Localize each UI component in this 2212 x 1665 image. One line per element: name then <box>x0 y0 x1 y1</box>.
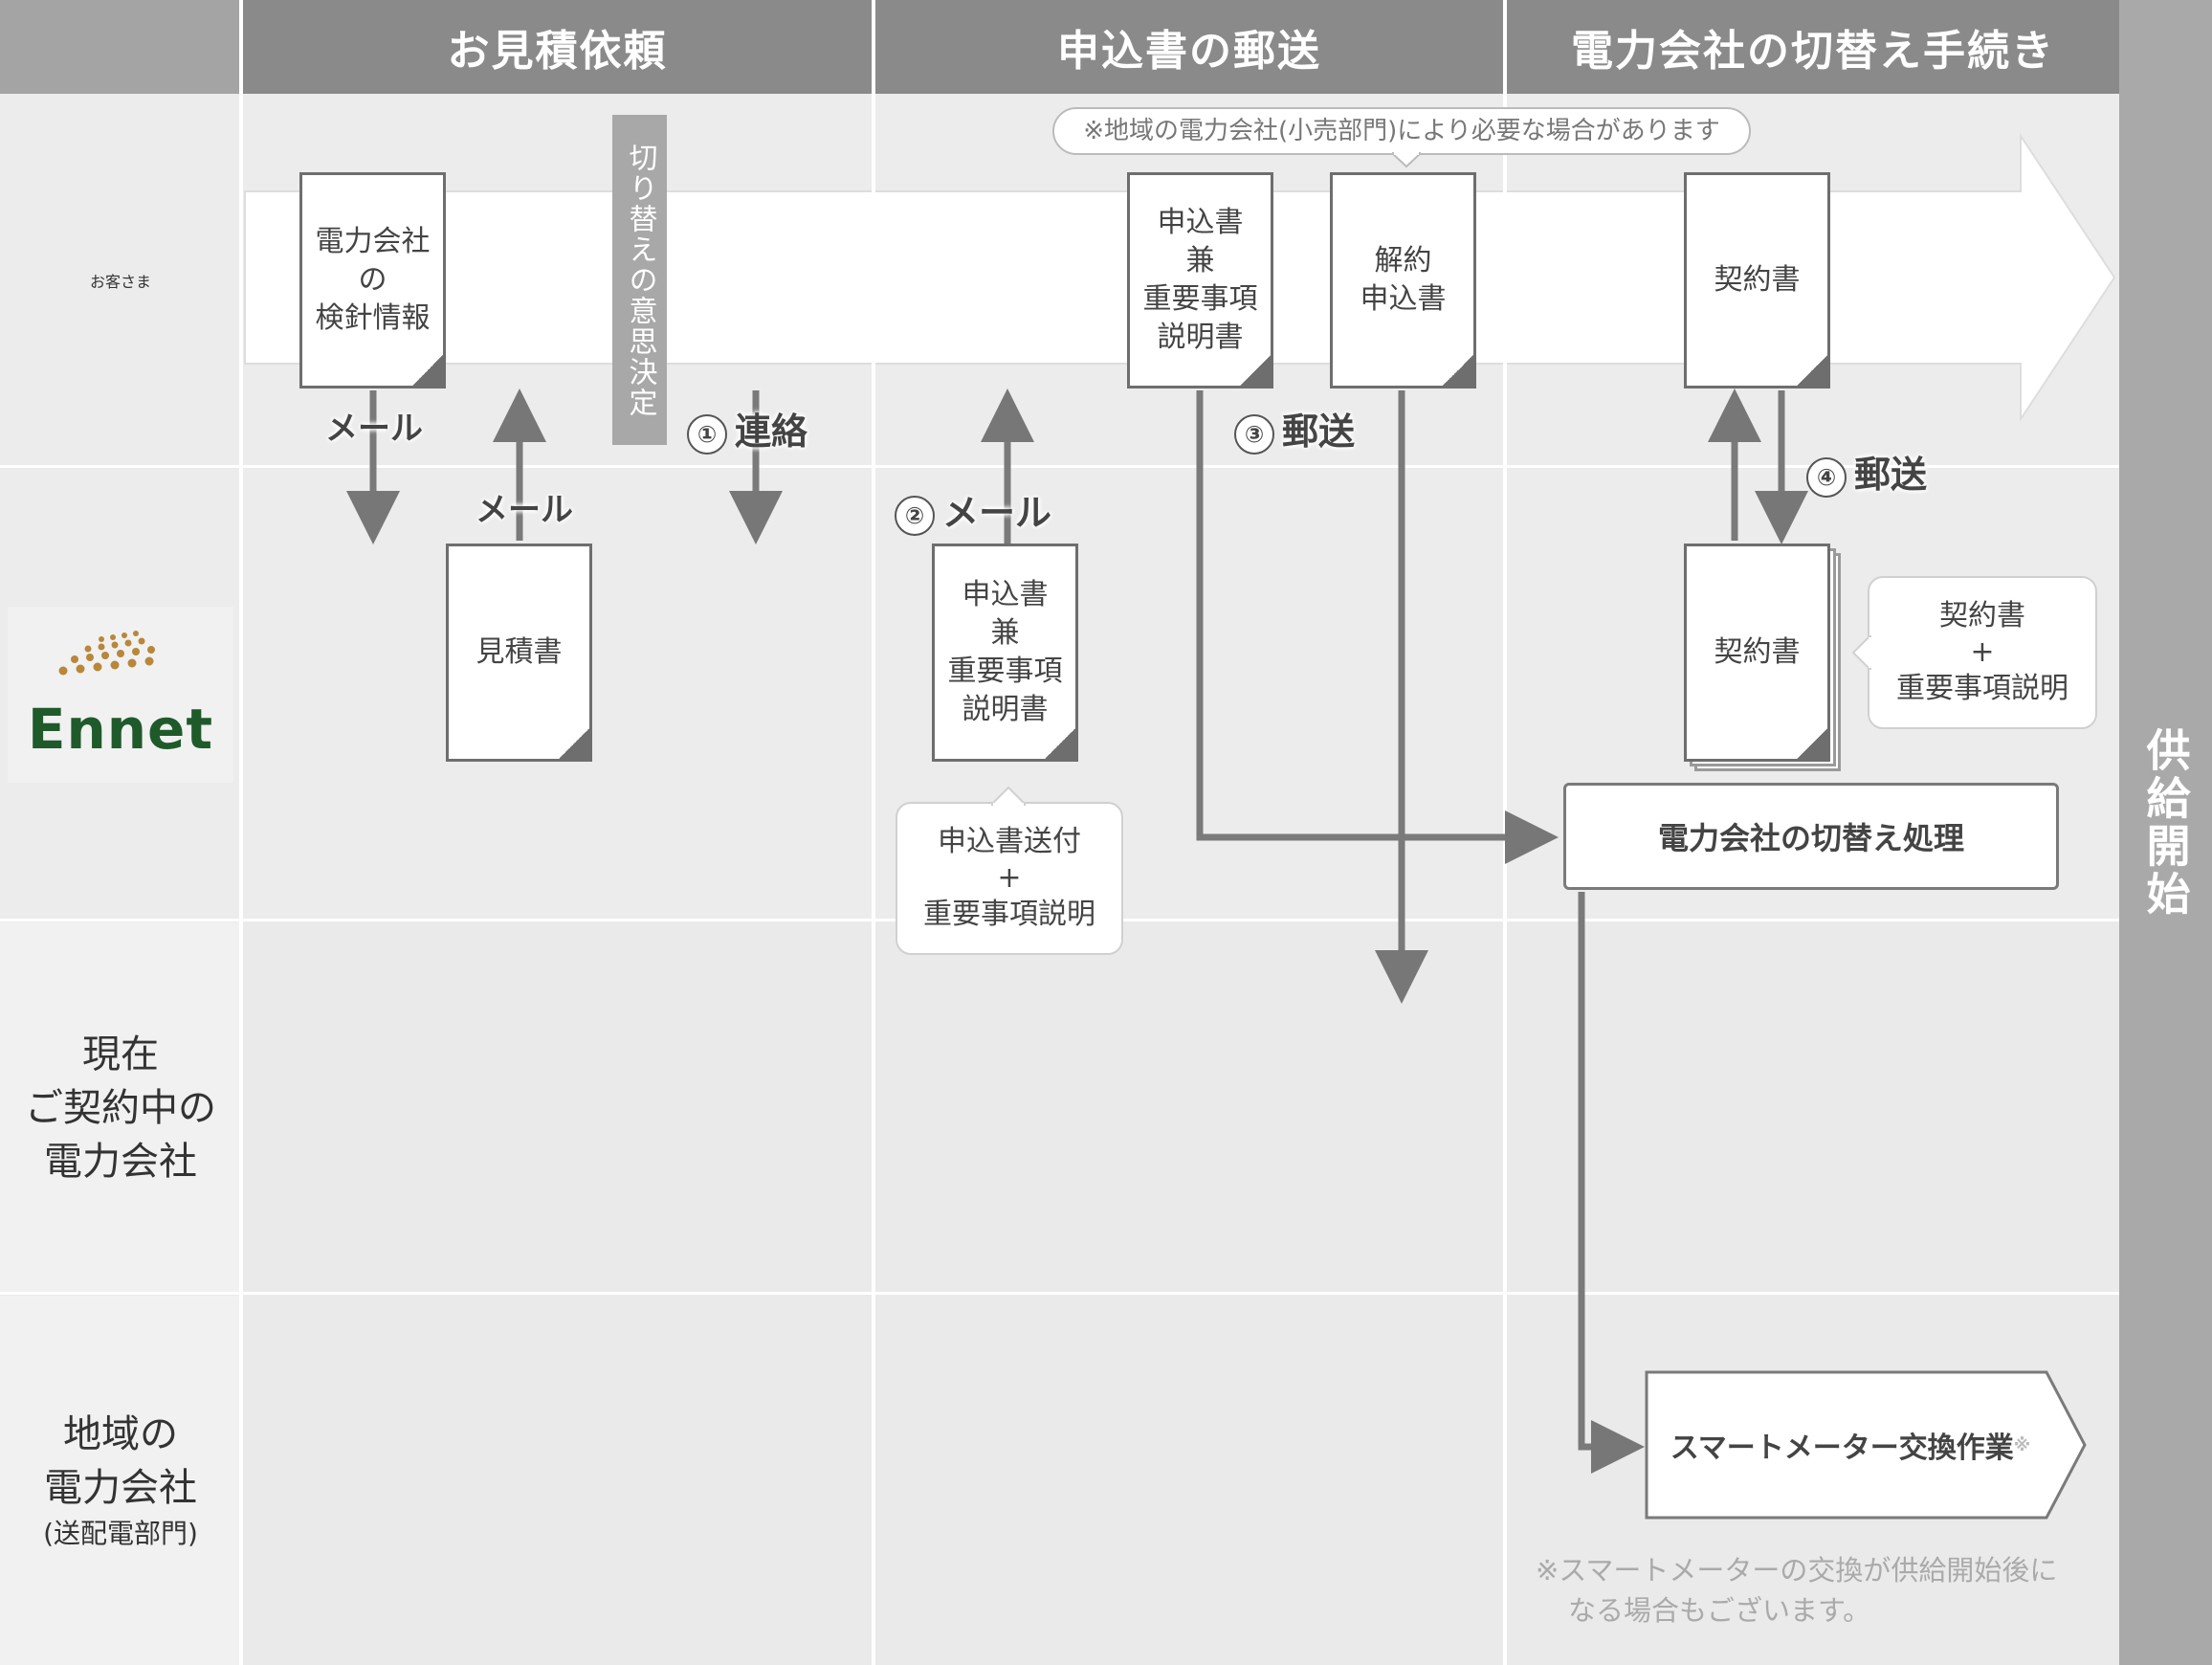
step1-number: ① <box>687 413 727 455</box>
footnote-line1: ※スマートメーターの交換が供給開始後に <box>1536 1554 2058 1587</box>
ennet-logo: Ennet <box>8 607 233 783</box>
supply-start-label: 供給開始 <box>2139 727 2192 919</box>
step-header-application: 申込書の郵送 <box>875 0 1503 94</box>
callout-contract: 契約書+重要事項説明 <box>1868 576 2097 729</box>
step4-number: ④ <box>1806 456 1847 498</box>
separator <box>0 1292 2119 1295</box>
lane-current-line1: 現在 <box>82 1032 159 1077</box>
label-mail-to-ennet: メール <box>325 410 423 448</box>
doc-contract-customer: 契約書 <box>1684 172 1830 388</box>
lane-ennet: Ennet <box>0 469 241 921</box>
callout-pointer <box>1392 151 1421 168</box>
step3-text: 郵送 <box>1282 411 1356 453</box>
separator <box>872 0 875 1665</box>
lane-regional-line1: 地域の <box>63 1412 178 1456</box>
doc-cancellation: 解約申込書 <box>1330 172 1476 388</box>
process-meter: スマートメーター交換作業※ <box>1645 1370 2056 1520</box>
supply-start-column <box>2119 0 2212 1665</box>
lane-regional-line3: (送配電部門) <box>43 1518 198 1549</box>
step1-text: 連絡 <box>735 411 808 453</box>
process-meter-shape <box>1645 1370 2087 1520</box>
lane-current-company: 現在 ご契約中の 電力会社 <box>0 922 241 1294</box>
header-corner <box>0 0 241 94</box>
doc-meter-info: 電力会社の検針情報 <box>299 172 446 388</box>
lane-current-line2: ご契約中の <box>25 1086 216 1130</box>
step4-text: 郵送 <box>1854 454 1928 496</box>
doc-application-ennet: 申込書兼重要事項説明書 <box>932 544 1078 762</box>
footnote-line2: なる場合もございます。 <box>1568 1594 1871 1627</box>
callout-pointer <box>991 787 1026 806</box>
separator <box>239 0 243 1665</box>
lane-current-line3: 電力会社 <box>44 1140 197 1184</box>
lane-regional-line2: 電力会社 <box>44 1466 197 1510</box>
step2-text: メール <box>942 492 1052 534</box>
lane-regional-company: 地域の 電力会社 (送配電部門) <box>0 1296 241 1665</box>
lane-customer-label: お客さま <box>89 273 151 291</box>
process-meter-mark: ※ <box>2013 1434 2031 1455</box>
label-mail-to-customer: メール <box>476 491 573 529</box>
ennet-logo-mark <box>58 631 155 676</box>
lane-customer: お客さま <box>0 94 241 467</box>
separator <box>0 465 2119 468</box>
process-switch: 電力会社の切替え処理 <box>1563 783 2059 890</box>
ennet-logo-text: Ennet <box>27 697 214 762</box>
decision-bar: 切り替えの意思決定 <box>612 115 667 445</box>
step2-number: ② <box>895 495 935 536</box>
doc-contract-ennet: 契約書 <box>1684 544 1830 762</box>
step-header-switch: 電力会社の切替え手続き <box>1507 0 2119 94</box>
step-header-estimate: お見積依頼 <box>243 0 872 94</box>
doc-estimate: 見積書 <box>446 544 592 762</box>
step3-number: ③ <box>1234 413 1274 455</box>
callout-retail-note: ※地域の電力会社(小売部門)により必要な場合があります <box>1052 107 1751 155</box>
footnote: ※スマートメーターの交換が供給開始後に なる場合もございます。 <box>1536 1550 2110 1631</box>
doc-application-customer: 申込書兼重要事項説明書 <box>1127 172 1273 388</box>
process-meter-label: スマートメーター交換作業 <box>1670 1432 2014 1465</box>
callout-send-application: 申込書送付+重要事項説明 <box>896 802 1123 955</box>
callout-pointer <box>1852 635 1871 670</box>
